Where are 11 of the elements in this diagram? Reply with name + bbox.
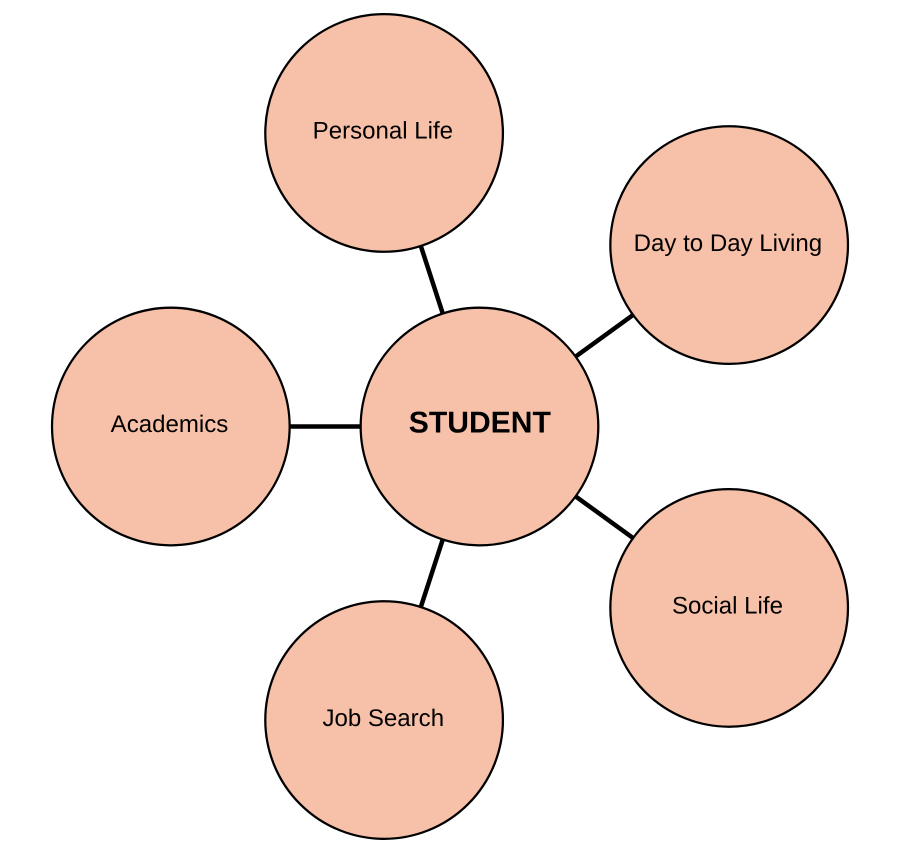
connector xyxy=(290,424,361,429)
connector xyxy=(418,538,445,608)
node-circle: Social Life xyxy=(609,488,850,728)
connector xyxy=(574,494,634,540)
node-circle: Academics xyxy=(50,306,291,546)
node-circle: Personal Life xyxy=(264,13,504,253)
node-circle: Job Search xyxy=(264,600,504,840)
connector xyxy=(418,245,445,314)
node-circle: STUDENT xyxy=(360,306,600,546)
node-circle: Day to Day Living xyxy=(609,125,850,366)
connector xyxy=(574,313,634,358)
